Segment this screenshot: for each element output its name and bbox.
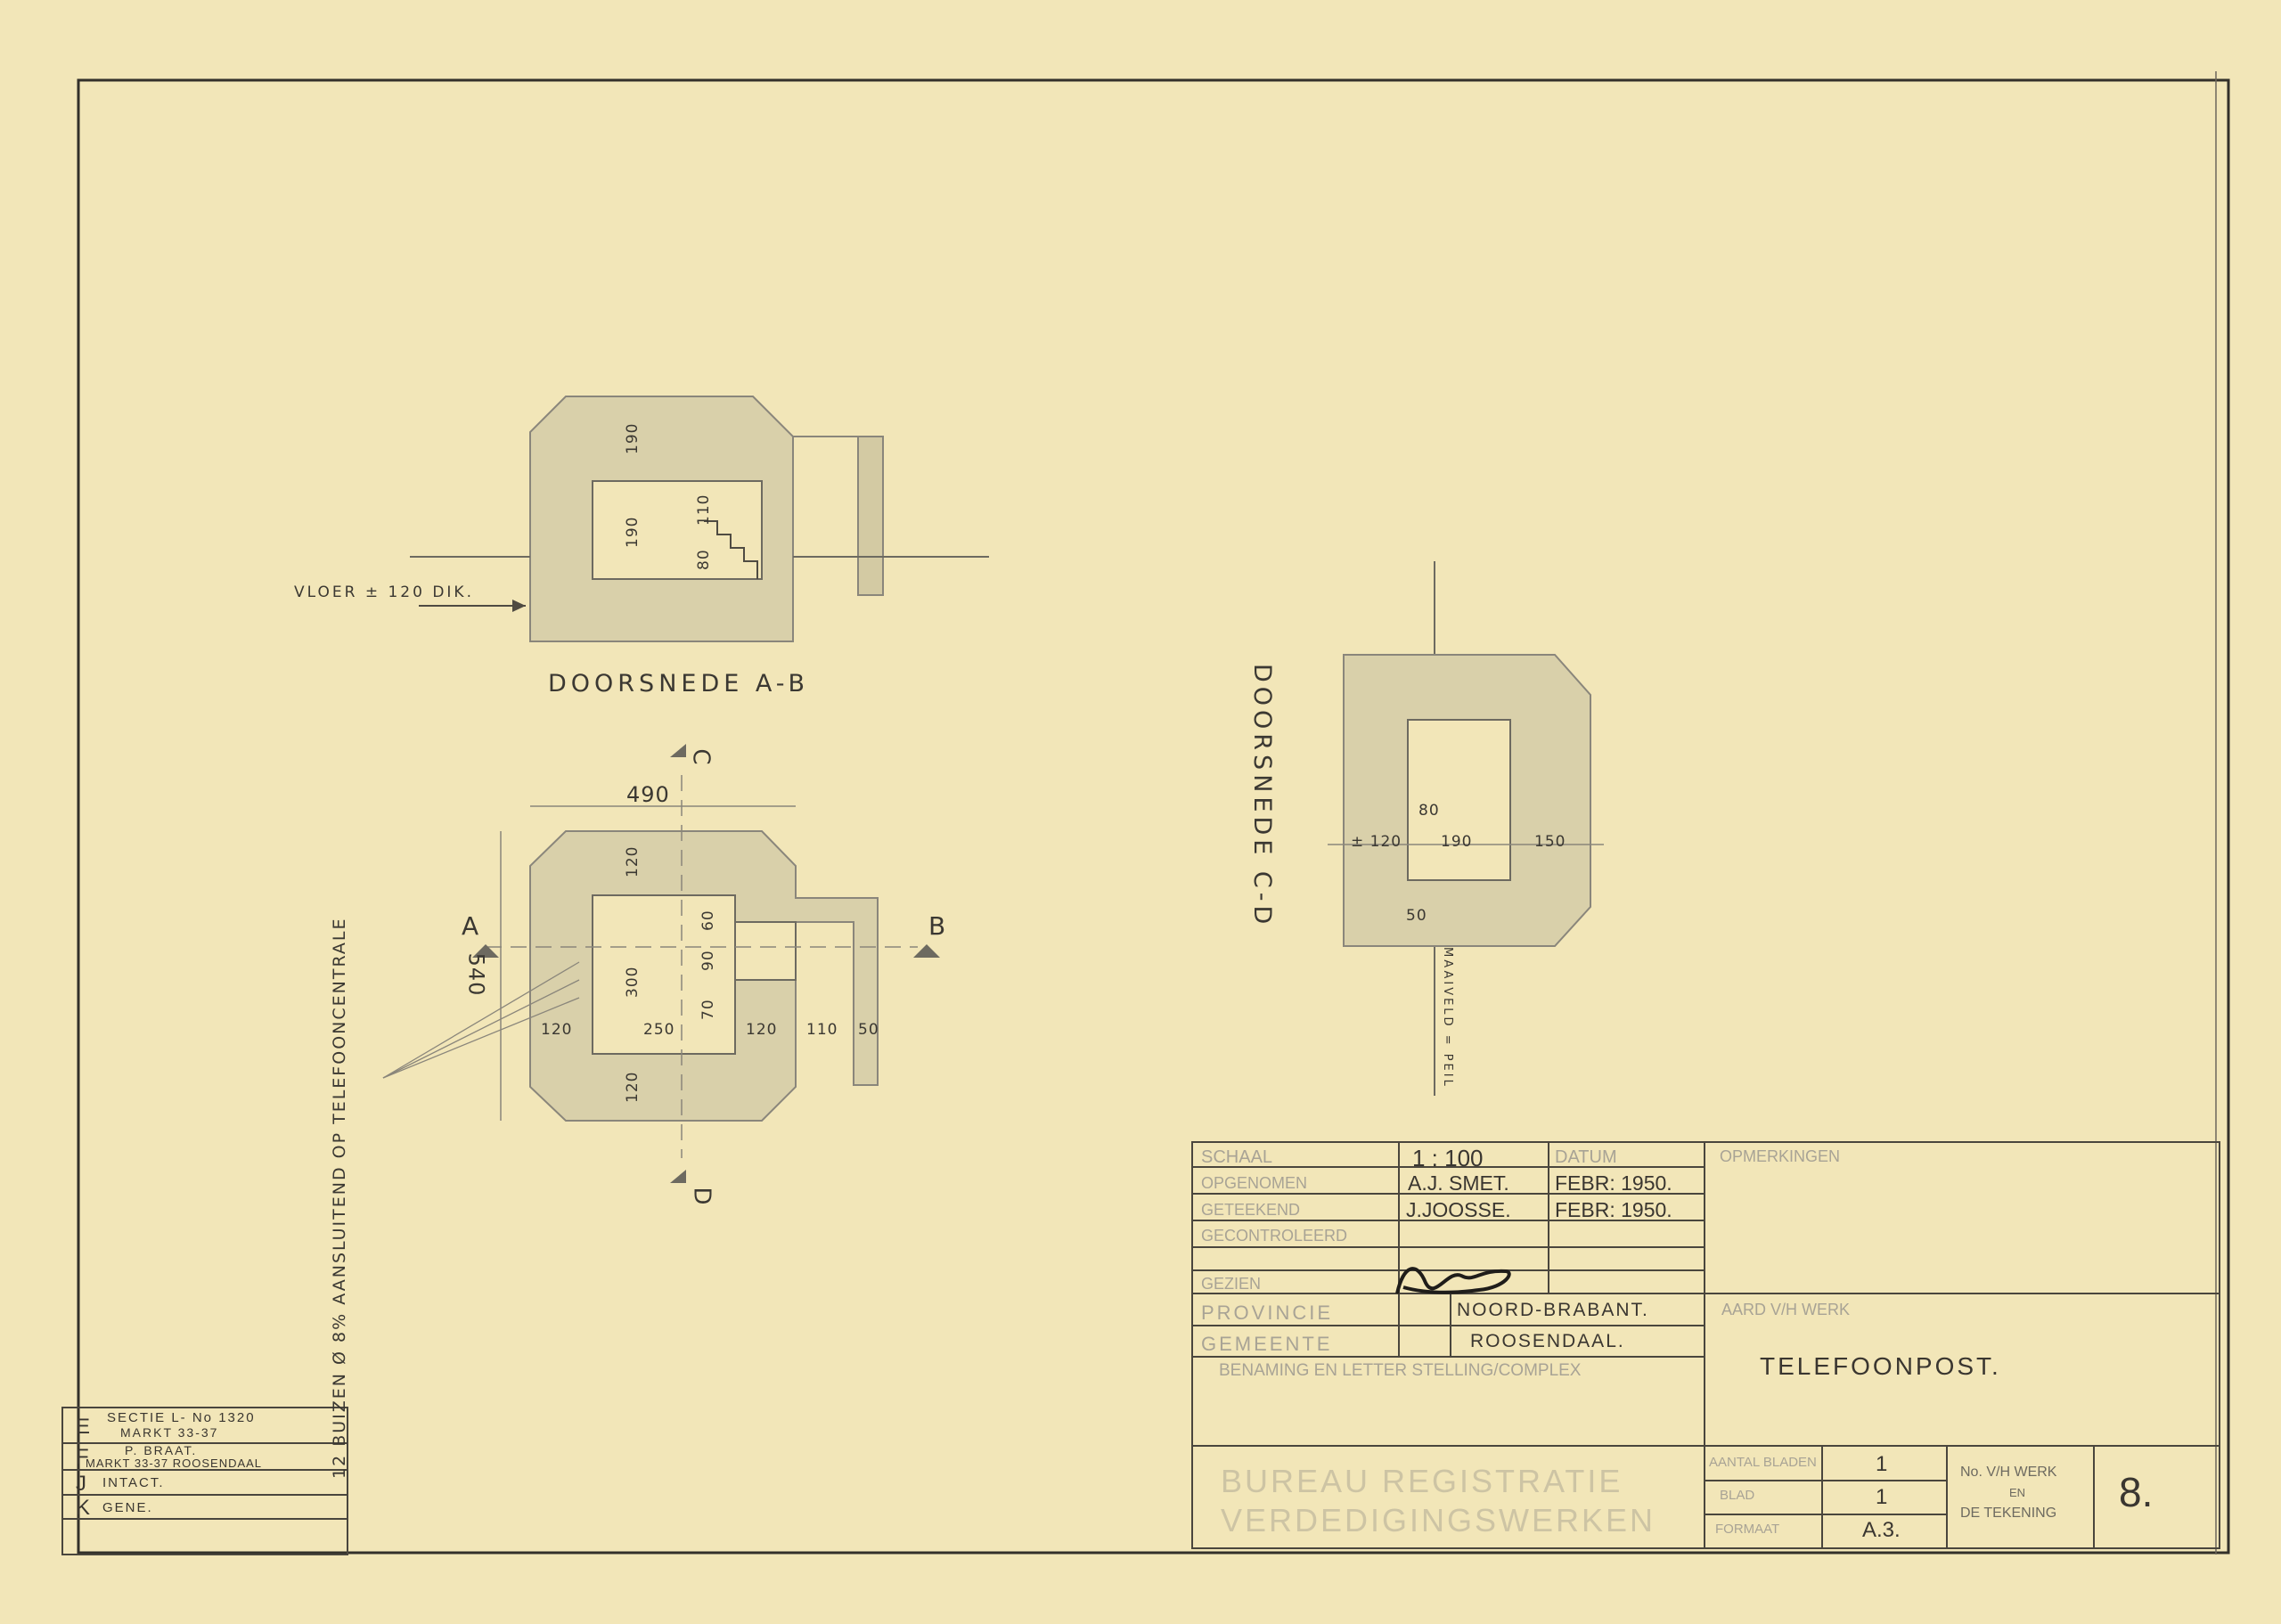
dim-ab-lower: 80 — [695, 549, 713, 570]
label-province: PROVINCIE — [1201, 1302, 1334, 1324]
revision-text-e: SECTIE L- No 1320 — [107, 1410, 256, 1425]
dim-cd-120: ± 120 — [1351, 833, 1402, 851]
sheet-no-value: 1 — [1876, 1485, 1888, 1509]
label-date: DATUM — [1555, 1147, 1617, 1167]
label-checked: GECONTROLEERD — [1201, 1227, 1348, 1245]
label-work-type: AARD V/H WERK — [1721, 1301, 1851, 1318]
sheets-value: 1 — [1876, 1452, 1888, 1476]
dim-row-end: 50 — [858, 1021, 879, 1039]
label-sheet-no: BLAD — [1720, 1488, 1755, 1503]
dim-ab-top-wall: 190 — [624, 422, 642, 454]
revision-text-e-2: MARKT 33-37 — [120, 1425, 219, 1440]
drawn-date: FEBR: 1950. — [1555, 1198, 1672, 1221]
surveyed-by: A.J. SMET. — [1408, 1171, 1509, 1195]
work-type-value: TELEFOONPOST. — [1760, 1352, 2001, 1380]
dim-bottom-wall: 120 — [624, 1071, 642, 1103]
dim-row-wall-left: 120 — [541, 1021, 573, 1039]
dim-overall-length: 540 — [463, 952, 489, 997]
label-municipality: GEMEENTE — [1201, 1333, 1333, 1355]
work-no-label-2: EN — [2009, 1486, 2026, 1499]
work-no-value: 8. — [2119, 1469, 2154, 1515]
pipe-leader-lines — [382, 961, 580, 1079]
revision-text-k: GENE. — [102, 1500, 153, 1515]
plan-drawing — [529, 830, 879, 1122]
cut-letter-a: A — [462, 911, 480, 941]
pipes-note: 12 BUIZEN Ø 8% AANSLUITEND OP TELEFOONCE… — [330, 917, 349, 1479]
floor-label: VLOER ± 120 DIK. — [294, 583, 474, 601]
work-no-label-3: DE TEKENING — [1960, 1506, 2057, 1521]
dim-ab-upper: 110 — [695, 494, 713, 526]
bureau-line-2: VERDEDIGINGSWERKEN — [1221, 1502, 1656, 1538]
dim-row-annex: 110 — [806, 1021, 838, 1039]
ground-level-label: MAAIVELD = PEIL — [1441, 947, 1454, 1089]
drawn-by: J.JOOSSE. — [1406, 1198, 1511, 1221]
label-seen: GEZIEN — [1201, 1275, 1262, 1293]
dim-stair-90: 90 — [699, 950, 717, 971]
label-surveyed: OPGENOMEN — [1201, 1174, 1308, 1192]
revision-text-f: P. BRAAT. — [125, 1443, 198, 1457]
section-ab-drawing — [529, 396, 884, 642]
dim-stair-60: 60 — [699, 910, 717, 931]
drawing-border — [77, 78, 2230, 1555]
surveyed-date: FEBR: 1950. — [1555, 1171, 1672, 1195]
revision-letter-e: E — [76, 1415, 91, 1439]
revision-letter-j: J — [76, 1472, 86, 1496]
revision-table-lines — [61, 1407, 348, 1555]
label-sheets: AANTAL BLADEN — [1709, 1455, 1817, 1470]
revision-letter-f: F — [76, 1445, 89, 1469]
dim-cd-80: 80 — [1418, 802, 1440, 820]
cut-letter-b: B — [928, 911, 947, 941]
label-format: FORMAAT — [1715, 1522, 1780, 1537]
revision-letter-k: K — [76, 1496, 91, 1520]
remarks-header: OPMERKINGEN — [1720, 1147, 1841, 1165]
section-cd-title: DOORSNEDE C-D — [1248, 664, 1276, 929]
municipality-value: ROOSENDAAL. — [1470, 1331, 1625, 1351]
dim-inner-length: 300 — [624, 966, 642, 998]
cut-letter-d: D — [688, 1187, 715, 1206]
dim-row-inner: 250 — [643, 1021, 675, 1039]
dim-cd-50: 50 — [1406, 907, 1427, 925]
signature — [1395, 1267, 1511, 1294]
label-scale: SCHAAL — [1201, 1147, 1273, 1167]
work-no-label-1: No. V/H WERK — [1960, 1465, 2057, 1480]
scale-value: 1 : 100 — [1412, 1145, 1484, 1171]
cut-letter-c: C — [687, 748, 715, 766]
format-value: A.3. — [1862, 1518, 1901, 1542]
section-cd-drawing — [1328, 561, 1604, 1096]
label-drawn: GETEEKEND — [1201, 1201, 1301, 1219]
floor-arrow-head — [512, 600, 526, 612]
revision-text-f-2: MARKT 33-37 ROOSENDAAL — [86, 1457, 263, 1470]
cut-markers — [472, 744, 940, 1183]
dim-cd-190: 190 — [1441, 833, 1473, 851]
title-block-lines — [1191, 1141, 2220, 1549]
dim-top-wall: 120 — [624, 845, 642, 877]
province-value: NOORD-BRABANT. — [1457, 1300, 1649, 1320]
label-naming: BENAMING EN LETTER STELLING/COMPLEX — [1219, 1361, 1582, 1380]
section-ab-title: DOORSNEDE A-B — [548, 670, 810, 698]
dim-ab-inner-height: 190 — [624, 516, 642, 548]
bureau-line-1: BUREAU REGISTRATIE — [1221, 1463, 1623, 1499]
dim-row-wall-right: 120 — [746, 1021, 778, 1039]
dim-overall-width: 490 — [626, 782, 670, 807]
dim-stair-70: 70 — [699, 999, 717, 1020]
plan-dimension-lines — [486, 775, 918, 1158]
dim-cd-150: 150 — [1534, 833, 1566, 851]
revision-text-j: INTACT. — [102, 1475, 165, 1490]
